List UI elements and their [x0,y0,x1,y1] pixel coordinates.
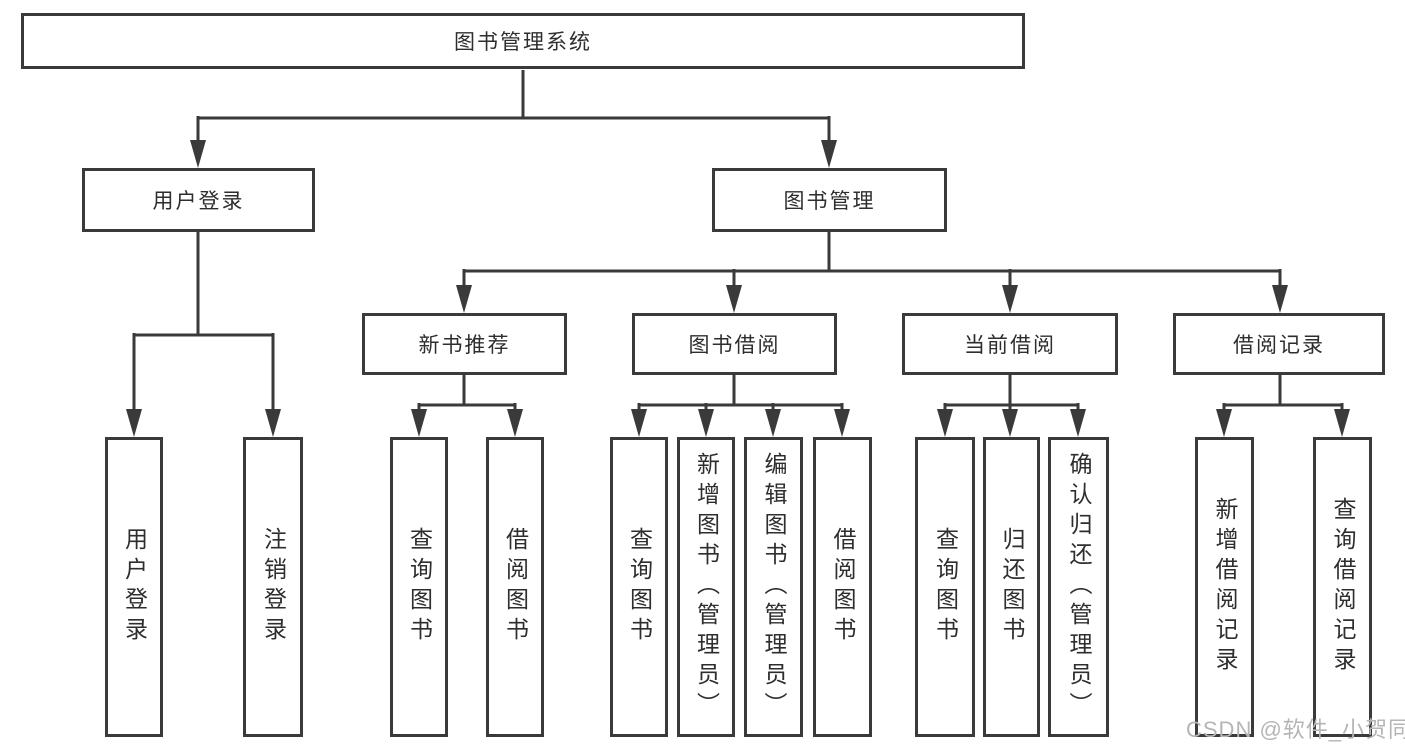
leaf-label: 确认归还（管理员） [1066,452,1092,722]
arrow-down-icon [126,409,142,437]
arrow-down-icon [411,409,427,437]
node-current-borrow: 当前借阅 [902,313,1118,375]
leaf-label: 归还图书 [999,527,1025,647]
arrow-down-icon [1334,409,1350,437]
leaf-label: 用户登录 [121,527,148,647]
node-root: 图书管理系统 [21,13,1025,69]
leaf-label: 查询借阅记录 [1330,497,1356,677]
node-leaf-user-login: 用户登录 [105,437,163,737]
node-book-management: 图书管理 [712,168,947,232]
connector-newbook-to-leaves [417,373,517,412]
leaf-label: 借阅图书 [830,527,856,647]
arrowheads [126,140,1350,437]
arrow-down-icon [765,409,781,437]
arrow-down-icon [937,409,953,437]
arrow-down-icon [456,285,472,313]
node-leaf-edit-book-admin: 编辑图书（管理员） [744,437,803,737]
node-user-login: 用户登录 [82,168,315,232]
connector-current-to-leaves [943,373,1080,412]
leaf-label: 编辑图书（管理员） [761,452,787,722]
csdn-watermark: CSDN @软件_小贺同学 [1186,717,1405,742]
connector-records-to-leaves [1222,373,1344,412]
arrow-down-icon [1070,409,1086,437]
arrow-down-icon [190,140,206,168]
arrow-down-icon [1272,285,1288,313]
arrow-down-icon [834,409,850,437]
connector-borrow-to-leaves [637,373,844,412]
node-borrow-records: 借阅记录 [1173,313,1385,375]
leaf-label: 查询图书 [626,527,653,647]
node-leaf-recommend-search-book: 查询图书 [390,437,448,737]
arrow-down-icon [507,409,523,437]
connector-userlogin-to-leaves [132,230,275,411]
node-leaf-confirm-return-admin: 确认归还（管理员） [1048,437,1109,737]
node-new-book-recommend: 新书推荐 [362,313,567,375]
arrow-down-icon [1216,409,1232,437]
connector-lines [132,70,1344,412]
leaf-label: 新增借阅记录 [1212,497,1238,677]
leaf-label: 借阅图书 [502,527,529,647]
node-leaf-add-book-admin: 新增图书（管理员） [677,437,735,737]
node-leaf-borrow-search-book: 查询图书 [610,437,668,737]
arrow-down-icon [631,409,647,437]
connector-bookmgmt-to-modules [462,230,1282,288]
leaf-label: 查询图书 [932,527,959,647]
node-leaf-borrow-book: 借阅图书 [813,437,872,737]
node-leaf-logout: 注销登录 [243,437,303,737]
arrow-down-icon [821,140,837,168]
arrow-down-icon [726,285,742,313]
node-book-borrow: 图书借阅 [632,313,837,375]
node-leaf-current-search-book: 查询图书 [915,437,975,737]
node-leaf-recommend-borrow-book: 借阅图书 [486,437,544,737]
node-leaf-add-borrow-record: 新增借阅记录 [1195,437,1254,737]
arrow-down-icon [265,409,281,437]
node-leaf-return-book: 归还图书 [983,437,1040,737]
leaf-label: 查询图书 [406,527,433,647]
leaf-label: 新增图书（管理员） [693,452,720,722]
connector-root-to-level2 [196,70,831,142]
leaf-label: 注销登录 [260,527,287,647]
arrow-down-icon [1002,409,1018,437]
arrow-down-icon [1002,285,1018,313]
arrow-down-icon [698,409,714,437]
node-leaf-search-borrow-record: 查询借阅记录 [1313,437,1372,737]
